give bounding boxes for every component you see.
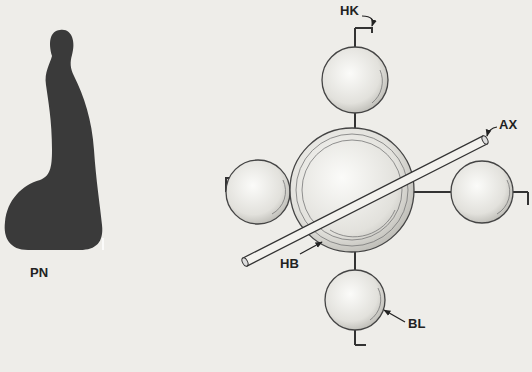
part-label: BL <box>408 317 425 330</box>
shading-arcs <box>272 70 510 320</box>
part-label: HK <box>340 4 359 17</box>
peg-silhouette <box>5 30 103 250</box>
part-label: HB <box>280 257 299 270</box>
rod-frame <box>226 28 528 345</box>
axle-rod <box>241 135 490 267</box>
balls <box>226 47 513 330</box>
part-label: PN <box>30 266 48 279</box>
part-label: AX <box>499 118 517 131</box>
leader-lines <box>300 16 497 322</box>
